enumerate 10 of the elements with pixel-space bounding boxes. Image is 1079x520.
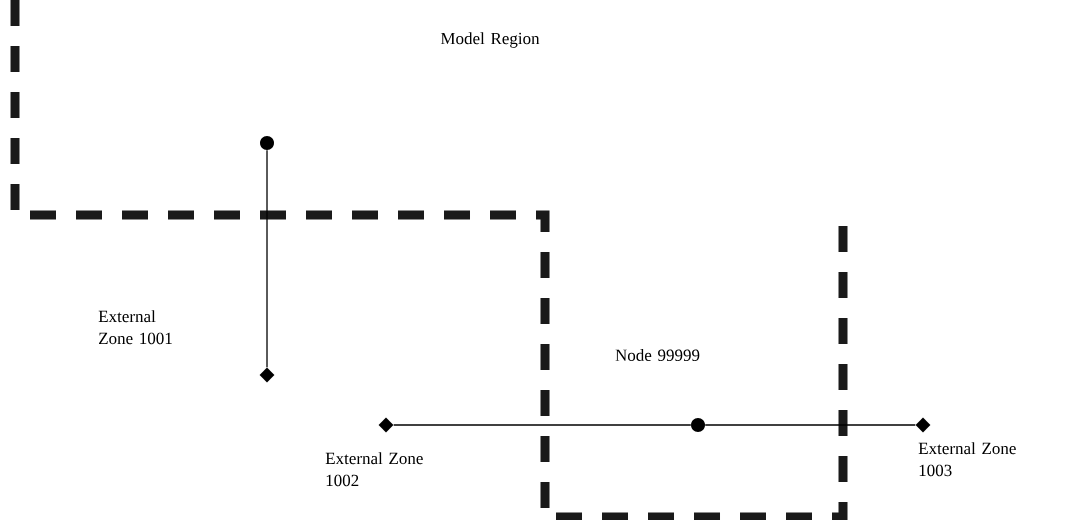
connector-line <box>704 424 916 426</box>
connector-line <box>266 149 268 368</box>
zone-label: External Zone 1001 <box>98 310 172 345</box>
zone-label: Node 99999 <box>615 349 700 361</box>
zone-marker <box>259 367 275 383</box>
node-dot <box>260 136 274 150</box>
connector-line <box>393 424 692 426</box>
zone-label: External Zone 1002 <box>325 452 423 487</box>
zone-label: External Zone 1003 <box>918 442 1016 477</box>
region-label: Model Region <box>440 32 540 48</box>
